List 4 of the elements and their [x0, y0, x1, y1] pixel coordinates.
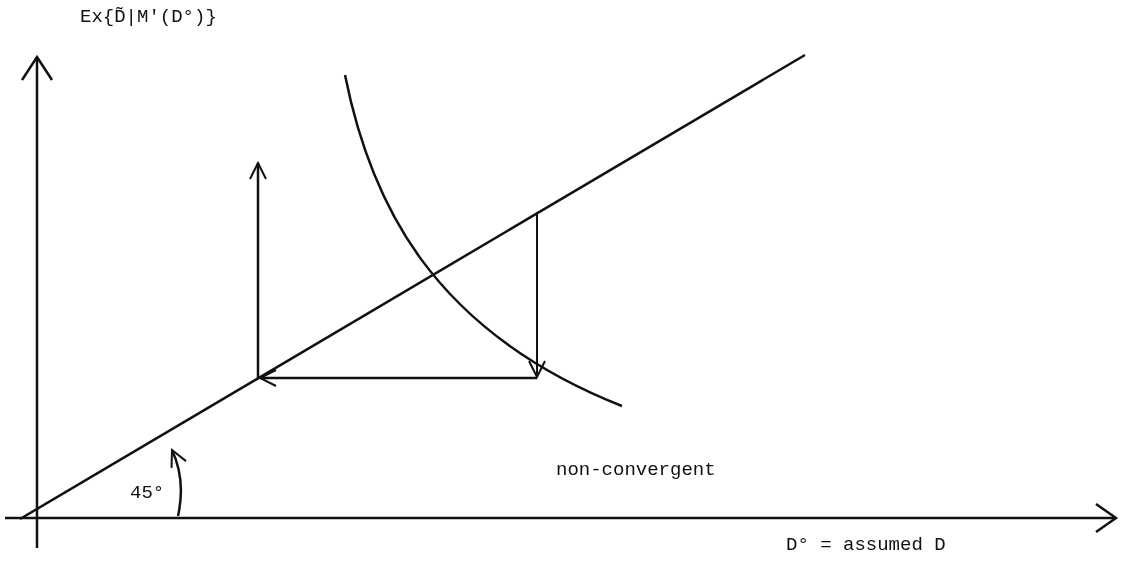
angle-label: 45°: [130, 484, 165, 503]
axis-label: D° = assumed D: [786, 536, 946, 555]
curve-label: non-convergent: [556, 461, 716, 480]
axis-label: Ex{D̃|M'(D°)}: [80, 8, 217, 27]
